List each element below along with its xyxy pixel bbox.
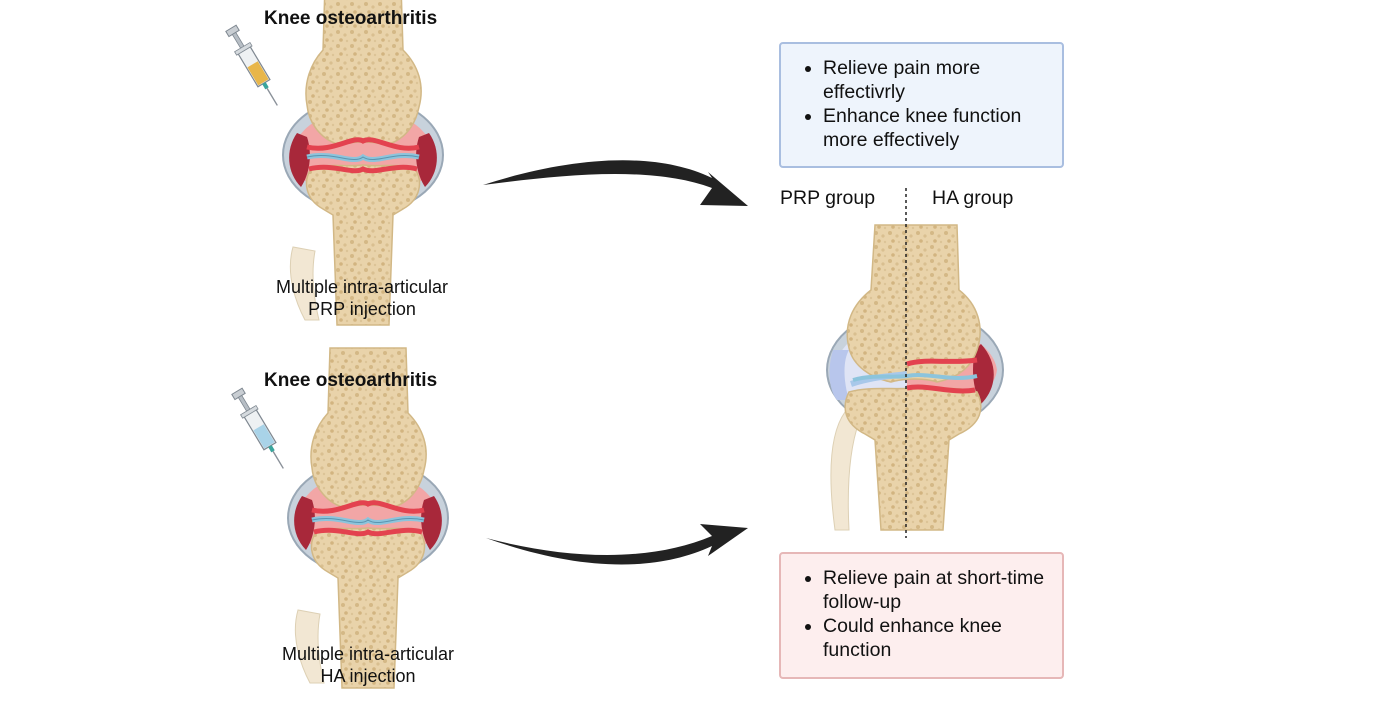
ha-outcome-list: Relieve pain at short-time follow-up Cou… [781,566,1062,662]
curved-arrow-icon [483,160,748,206]
prp-outcome-item: Relieve pain more effectivrly [823,56,1062,104]
knee-joint-icon [826,224,1004,531]
knee-joint-icon [288,348,448,688]
syringe-fill-ha [253,424,275,449]
prp-outcome-item: Enhance knee function more effectively [823,104,1062,152]
top-caption-line1: Multiple intra-articular [275,277,449,297]
top-panel-title: Knee osteoarthritis [264,8,438,29]
ha-outcome-item: Relieve pain at short-time follow-up [823,566,1062,614]
bottom-caption-line1: Multiple intra-articular [281,644,455,664]
bottom-caption-line2: HA injection [320,666,416,686]
prp-outcome-box: Relieve pain more effectivrly Enhance kn… [779,42,1064,168]
bottom-panel-caption: Multiple intra-articular HA injection [258,643,478,687]
bottom-panel-title: Knee osteoarthritis [264,370,438,391]
top-caption-line2: PRP injection [308,299,416,319]
ha-group-label: HA group [932,187,1014,209]
prp-group-label: PRP group [780,187,876,209]
curved-arrow-icon [486,524,748,565]
ha-outcome-box: Relieve pain at short-time follow-up Cou… [779,552,1064,679]
top-panel-caption: Multiple intra-articular PRP injection [252,276,472,320]
prp-outcome-list: Relieve pain more effectivrly Enhance kn… [781,56,1062,152]
syringe-icon [228,385,292,474]
syringe-icon [222,22,286,111]
syringe-fill-prp [247,61,269,86]
ha-outcome-item: Could enhance knee function [823,614,1062,662]
